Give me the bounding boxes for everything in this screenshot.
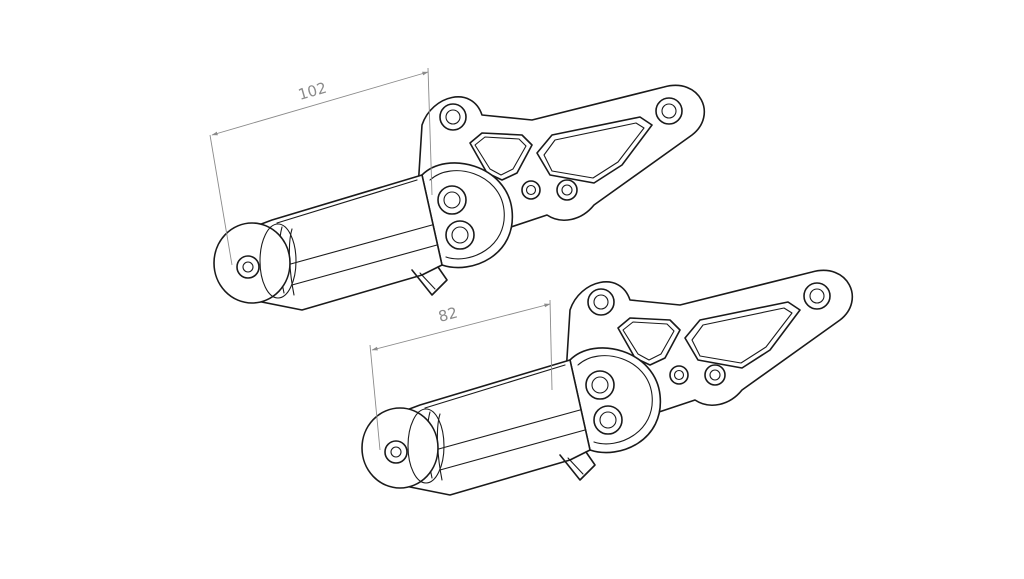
footpeg-lower (361, 269, 854, 496)
dimension-lower: 82 (369, 299, 553, 451)
footpeg-upper (213, 84, 706, 311)
dimension-label-102: 102 (296, 79, 328, 104)
dimension-label-82: 82 (436, 304, 459, 326)
